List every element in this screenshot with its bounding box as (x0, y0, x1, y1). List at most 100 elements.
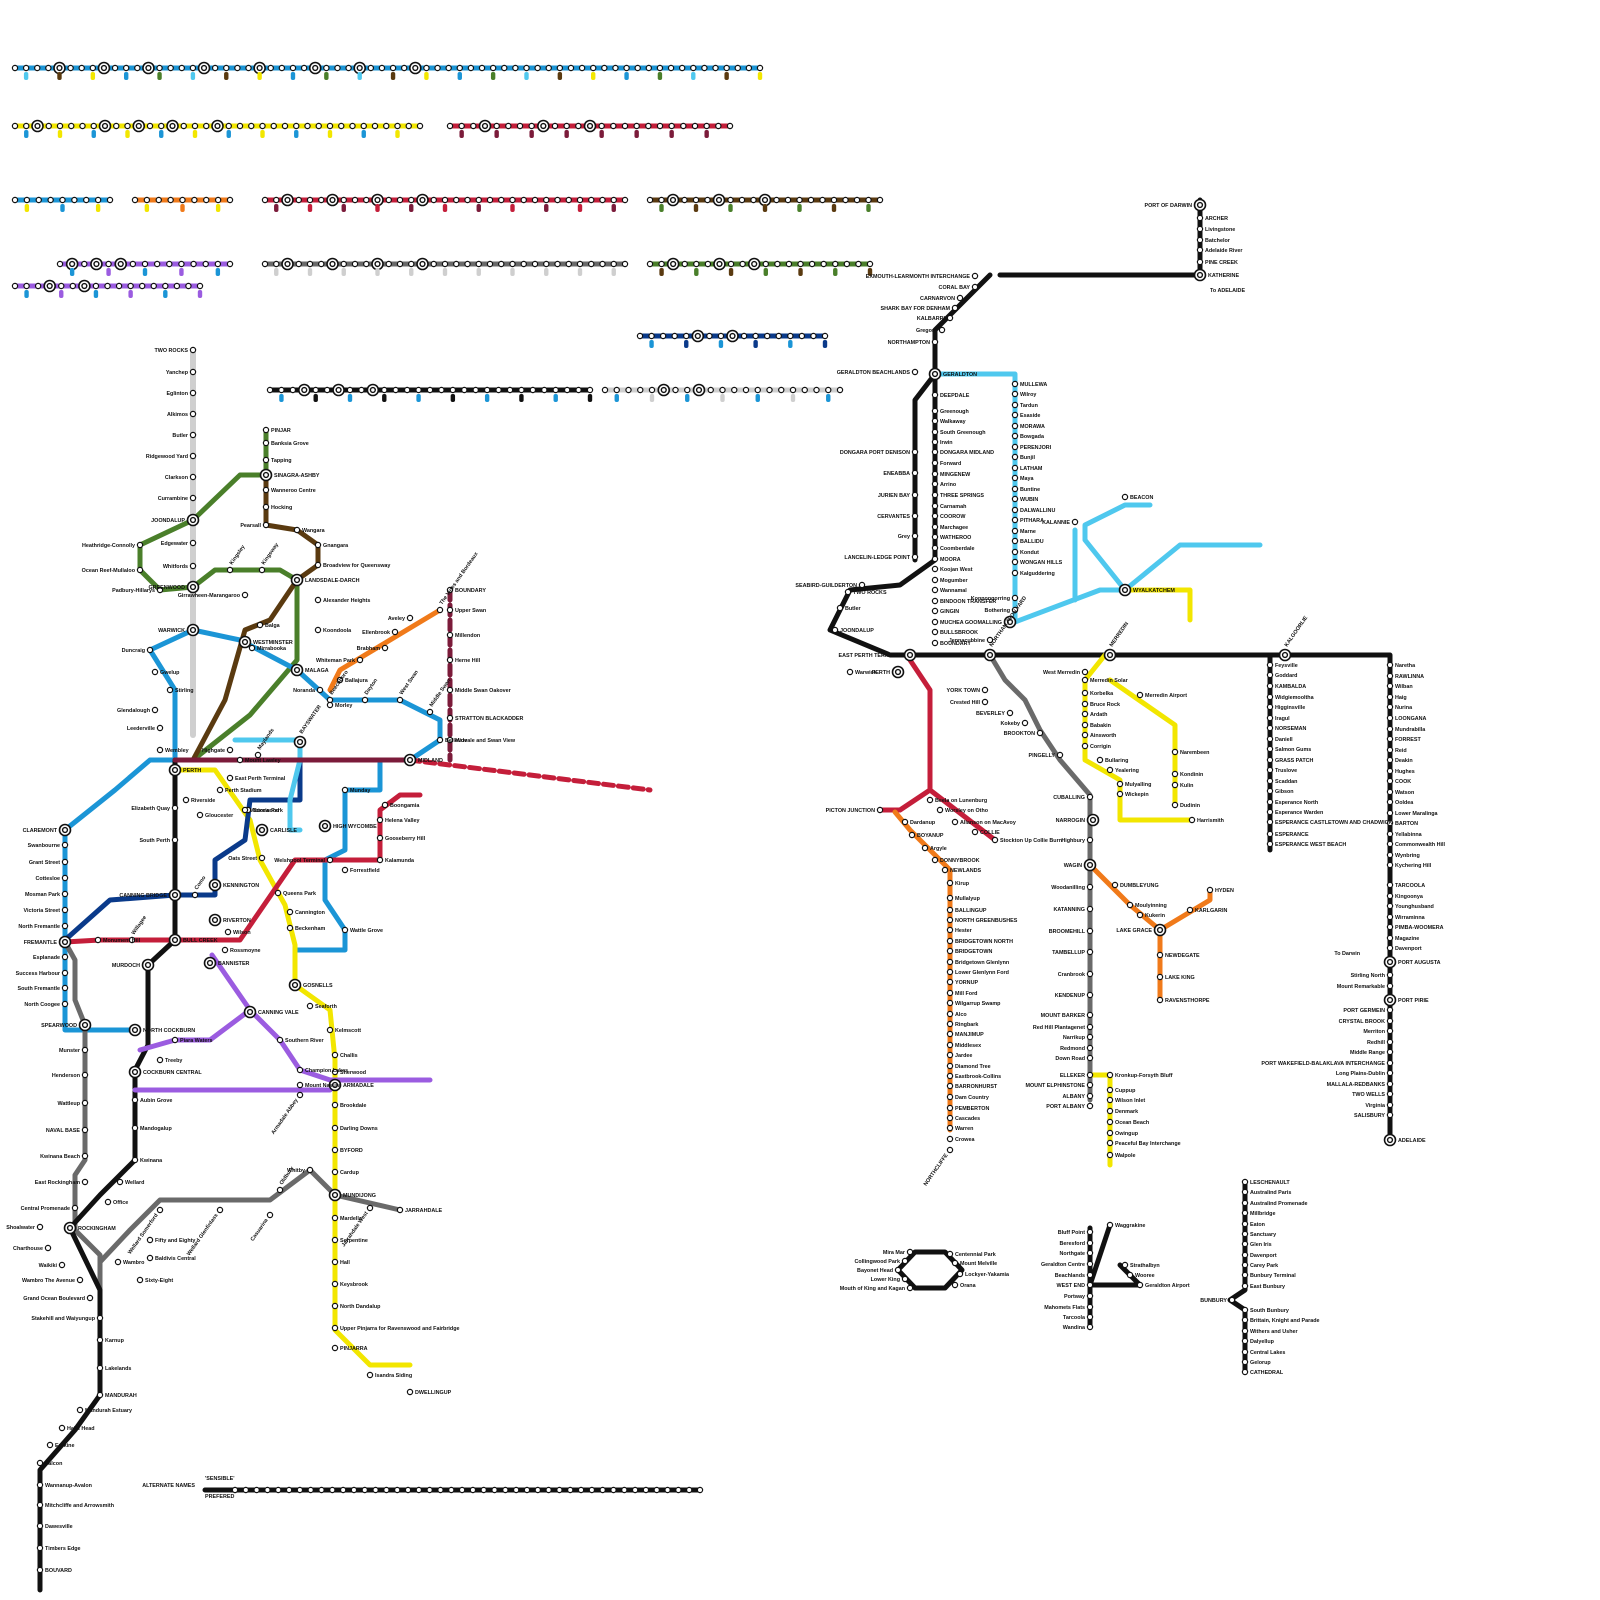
middle_swan_oakover-marker[interactable] (447, 687, 452, 692)
strip-6-stop-14-marker[interactable] (808, 197, 813, 202)
bridgetown-marker[interactable] (947, 948, 952, 953)
strip-5-stop-32-marker[interactable] (622, 197, 627, 202)
strip-11-stop-12-marker[interactable] (776, 333, 781, 338)
strip-12-stop-23-marker[interactable] (530, 387, 535, 392)
strip-0-stop-39-marker[interactable] (446, 65, 451, 70)
elizabeth_quay-marker[interactable] (172, 805, 177, 810)
strip-12-stop-2-marker[interactable] (290, 387, 295, 392)
strip-2-stop-13-marker[interactable] (599, 123, 604, 128)
marchagee-marker[interactable] (932, 524, 937, 529)
eastbrook-marker[interactable] (947, 1073, 952, 1078)
strip-9-stop-13-marker[interactable] (409, 261, 414, 266)
strip-13-stop-6-marker[interactable] (673, 387, 678, 392)
strip-0-stop-66-marker[interactable] (746, 65, 751, 70)
strip-12-stop-4-marker[interactable] (313, 387, 318, 392)
alt-name-29-marker[interactable] (546, 1487, 551, 1492)
strip-12-stop-21-marker[interactable] (507, 387, 512, 392)
strip-8-stop-13-marker[interactable] (163, 283, 168, 288)
ainsworth-marker[interactable] (1082, 732, 1087, 737)
strip-0-stop-24-marker[interactable] (279, 65, 284, 70)
strip-1-stop-28-marker[interactable] (327, 123, 332, 128)
alt-name-21-marker[interactable] (459, 1487, 464, 1492)
archer-marker[interactable] (1197, 215, 1202, 220)
strip-12-stop-14-marker[interactable] (427, 387, 432, 392)
keysbrook-marker[interactable] (332, 1281, 337, 1286)
eaton-marker[interactable] (1242, 1221, 1247, 1226)
strip-0-stop-26-marker[interactable] (302, 65, 307, 70)
south_perth-marker[interactable] (172, 837, 177, 842)
pithara-marker[interactable] (1012, 517, 1017, 522)
alt-name-9-marker[interactable] (330, 1487, 335, 1492)
girrawheen-marker[interactable] (242, 592, 247, 597)
alt-name-38-marker[interactable] (643, 1487, 648, 1492)
mirrabooka-marker[interactable] (249, 645, 254, 650)
coral_bay-marker[interactable] (972, 284, 977, 289)
gooseberry-marker[interactable] (377, 835, 382, 840)
strip-12-stop-8-marker[interactable] (359, 387, 364, 392)
strip-5-stop-27-marker[interactable] (566, 197, 571, 202)
long_plains-marker[interactable] (1387, 1070, 1392, 1075)
balingup-marker[interactable] (947, 907, 952, 912)
gregory-marker[interactable] (939, 327, 944, 332)
karlgarin-marker[interactable] (1187, 907, 1192, 912)
alco-marker[interactable] (947, 1011, 952, 1016)
strip-0-stop-5-marker[interactable] (68, 65, 73, 70)
strip-4-stop-4-marker[interactable] (180, 197, 185, 202)
strip-12-stop-28-marker[interactable] (587, 387, 592, 392)
beresford-marker[interactable] (1087, 1240, 1092, 1245)
beela-marker[interactable] (927, 797, 932, 802)
strip-13-stop-3-marker[interactable] (638, 387, 643, 392)
greenough-marker[interactable] (932, 408, 937, 413)
cathedral-marker[interactable] (1242, 1369, 1247, 1374)
upper_swan-marker[interactable] (447, 607, 452, 612)
pinjar-marker[interactable] (263, 427, 268, 432)
serpentine-marker[interactable] (332, 1237, 337, 1242)
strip-11-stop-13-marker[interactable] (788, 333, 793, 338)
strip-9-stop-17-marker[interactable] (454, 261, 459, 266)
goddard-marker[interactable] (1267, 672, 1272, 677)
strip-0-stop-30-marker[interactable] (346, 65, 351, 70)
stakehill-marker[interactable] (97, 1315, 102, 1320)
deakin-marker[interactable] (1387, 757, 1392, 762)
kondut-marker[interactable] (1012, 549, 1017, 554)
alt-name-6-marker[interactable] (297, 1487, 302, 1492)
northampton-marker[interactable] (932, 339, 937, 344)
strip-1-stop-36-marker[interactable] (417, 123, 422, 128)
strip-5-stop-23-marker[interactable] (521, 197, 526, 202)
strip-5-stop-22-marker[interactable] (510, 197, 515, 202)
brabham-marker[interactable] (382, 645, 387, 650)
alt-name-32-marker[interactable] (578, 1487, 583, 1492)
strip-3-stop-0-marker[interactable] (12, 197, 17, 202)
strip-1-stop-27-marker[interactable] (316, 123, 321, 128)
strip-0-stop-54-marker[interactable] (613, 65, 618, 70)
grey-marker[interactable] (912, 533, 917, 538)
scaddan-marker[interactable] (1267, 778, 1272, 783)
strip-13-stop-12-marker[interactable] (743, 387, 748, 392)
strip-0-stop-1-marker[interactable] (24, 65, 29, 70)
dwellingup-marker[interactable] (407, 1389, 412, 1394)
strip-0-stop-51-marker[interactable] (579, 65, 584, 70)
pearsall-marker[interactable] (263, 522, 268, 527)
strip-9-stop-25-marker[interactable] (544, 261, 549, 266)
wilban-marker[interactable] (1387, 683, 1392, 688)
victoria_park-marker[interactable] (242, 807, 247, 812)
irwin-marker[interactable] (932, 439, 937, 444)
strip-12-stop-11-marker[interactable] (393, 387, 398, 392)
alt-name-19-marker[interactable] (438, 1487, 443, 1492)
bluff_point-marker[interactable] (1087, 1229, 1092, 1234)
narrikup-marker[interactable] (1087, 1034, 1092, 1039)
strip-10-stop-10-marker[interactable] (763, 261, 768, 266)
wilson_inlet-marker[interactable] (1107, 1097, 1112, 1102)
strip-1-stop-19-marker[interactable] (226, 123, 231, 128)
strip-8-stop-10-marker[interactable] (128, 283, 133, 288)
alt-name-27-marker[interactable] (524, 1487, 529, 1492)
highbury-marker[interactable] (1087, 837, 1092, 842)
strip-2-stop-4-marker[interactable] (494, 123, 499, 128)
cuppup-marker[interactable] (1107, 1087, 1112, 1092)
pimba-marker[interactable] (1387, 924, 1392, 929)
dalwallinu-marker[interactable] (1012, 507, 1017, 512)
strip-6-stop-19-marker[interactable] (866, 197, 871, 202)
magazine-marker[interactable] (1387, 935, 1392, 940)
strip-7-stop-14-marker[interactable] (227, 261, 232, 266)
hocking-marker[interactable] (263, 504, 268, 509)
